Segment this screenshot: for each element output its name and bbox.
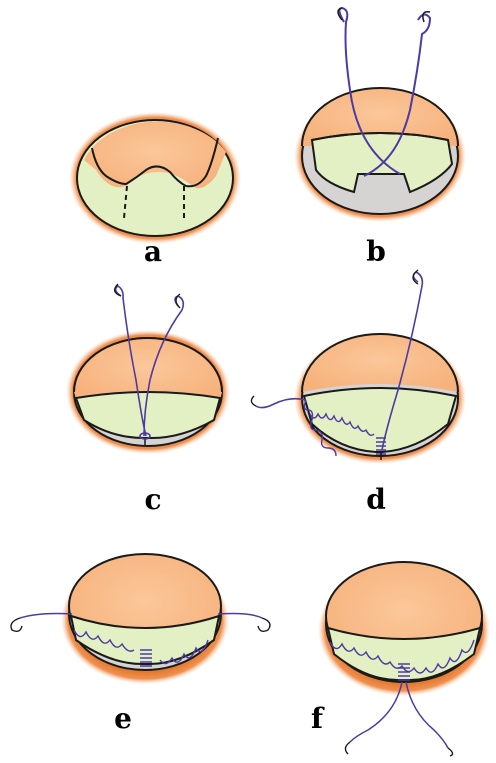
needle-right-icon — [258, 618, 270, 631]
needle-left-icon — [345, 742, 350, 754]
panel-c — [66, 284, 230, 454]
needle-left-icon — [11, 618, 22, 631]
needle-right-icon — [448, 748, 453, 756]
panel-d-label: d — [366, 486, 386, 514]
panel-b-label: b — [366, 238, 386, 266]
panel-c-label: c — [144, 486, 161, 514]
panel-d — [251, 270, 466, 464]
panel-b — [294, 8, 466, 222]
anterior-leaflet — [302, 334, 458, 392]
panel-a — [69, 112, 241, 244]
panel-e — [11, 554, 270, 684]
panel-a-label: a — [144, 238, 162, 266]
needle-side-icon — [251, 396, 256, 406]
panel-e-label: e — [114, 705, 132, 733]
panel-f-label: f — [311, 705, 323, 733]
panel-f — [318, 562, 490, 756]
